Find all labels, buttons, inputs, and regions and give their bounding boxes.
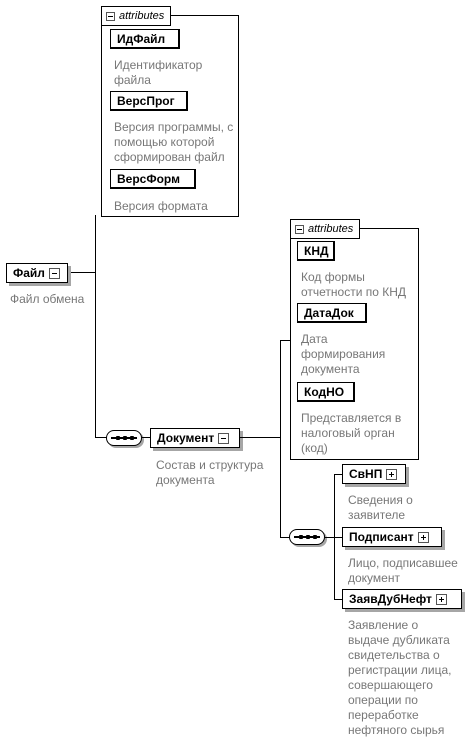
connector-line	[280, 340, 291, 341]
collapse-icon[interactable]	[106, 11, 115, 21]
element-name: Подписант	[349, 530, 414, 544]
attribute-kodno[interactable]: КодНО	[297, 382, 355, 402]
attribute-description: Код формы отчетности по КНД	[301, 270, 407, 299]
collapse-icon[interactable]	[218, 432, 230, 444]
connector-line	[334, 474, 342, 475]
attributes-label: attributes	[119, 10, 165, 22]
attributes-label: attributes	[308, 223, 354, 235]
attribute-idfile[interactable]: ИдФайл	[110, 29, 180, 49]
connector-line	[280, 340, 281, 537]
element-zayavdubneft[interactable]: ЗаявДубНефт	[342, 589, 462, 609]
connector-line	[280, 537, 290, 538]
expand-icon[interactable]	[386, 468, 398, 480]
element-description: Заявление о выдаче дубликата свидетельст…	[348, 618, 452, 737]
attribute-description: Версия формата	[114, 199, 208, 213]
connector-line	[325, 537, 335, 538]
document-attributes-header[interactable]: attributes	[290, 219, 361, 239]
attribute-name: КодНО	[304, 385, 345, 399]
attribute-name: КНД	[304, 244, 329, 258]
attribute-name: ДатаДок	[304, 306, 354, 320]
attribute-description: Представляется в налоговый орган (код)	[301, 411, 402, 455]
element-description: Лицо, подписавшее документ	[348, 556, 458, 585]
root-attributes-header[interactable]: attributes	[101, 6, 172, 26]
element-svnp[interactable]: СвНП	[342, 464, 406, 484]
attribute-versprog[interactable]: ВерсПрог	[110, 91, 188, 111]
attribute-knd[interactable]: КНД	[297, 241, 335, 261]
element-file[interactable]: Файл	[6, 263, 68, 283]
connector-line	[95, 437, 107, 438]
element-name: ЗаявДубНефт	[349, 592, 432, 606]
collapse-icon[interactable]	[48, 267, 60, 279]
attribute-description: Дата формирования документа	[301, 332, 386, 376]
element-name: СвНП	[349, 467, 383, 481]
element-description: Сведения о заявителе	[348, 493, 413, 522]
element-name: Документ	[157, 431, 215, 445]
attribute-versform[interactable]: ВерсФорм	[110, 169, 196, 189]
attribute-description: Идентификатор файла	[114, 58, 203, 87]
attribute-name: ВерсФорм	[117, 172, 180, 186]
sequence-compositor-icon[interactable]	[289, 529, 325, 545]
connector-line	[68, 272, 96, 273]
connector-line	[95, 215, 96, 438]
expand-icon[interactable]	[435, 593, 447, 605]
attribute-name: ИдФайл	[117, 32, 166, 46]
connector-line	[240, 437, 281, 438]
expand-icon[interactable]	[417, 531, 429, 543]
attribute-description: Версия программы, с помощью которой сфор…	[114, 120, 234, 164]
element-description: Состав и структура документа	[156, 458, 264, 487]
document-attributes-group: attributes	[290, 219, 419, 460]
connector-line	[334, 537, 342, 538]
connector-line	[334, 599, 342, 600]
sequence-compositor-icon[interactable]	[106, 430, 142, 446]
element-podpisant[interactable]: Подписант	[342, 527, 442, 547]
attribute-name: ВерсПрог	[117, 94, 175, 108]
attribute-datadok[interactable]: ДатаДок	[297, 303, 367, 323]
connector-line	[142, 437, 150, 438]
element-document[interactable]: Документ	[150, 428, 240, 448]
collapse-icon[interactable]	[295, 224, 304, 234]
element-name: Файл	[13, 266, 45, 280]
element-description: Файл обмена	[10, 292, 85, 306]
